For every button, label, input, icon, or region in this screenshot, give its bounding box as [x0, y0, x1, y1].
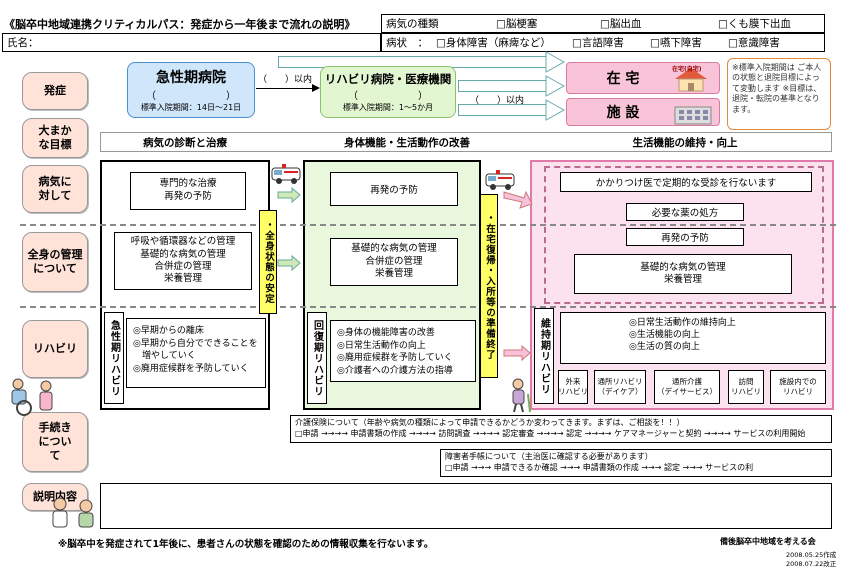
- maint-rehab-box: ◎日常生活動作の維持向上 ◎生活機能の向上 ◎生活の質の向上: [560, 312, 826, 364]
- flow-arrow-bottom-head: [545, 99, 566, 121]
- flow-arrow-mid: [458, 80, 548, 92]
- home-prep-bar: ・在宅復帰・入所等の準備終了: [480, 194, 498, 378]
- symptom-label: 病状 ：: [386, 37, 428, 49]
- house-icon: [675, 68, 707, 92]
- goal-band: [100, 132, 832, 152]
- footer-date-created: 2008.05.25作成: [786, 551, 837, 559]
- period-note-box: ※標準入院期間は ご本人の状態と退院目標によって変動します ※目標は、退院・転院…: [727, 58, 831, 130]
- disease-type-cell: 病気の種類 脳梗塞 脳出血 くも膜下出血: [381, 14, 825, 33]
- acute-hospital-paren: （ ）: [146, 91, 236, 102]
- checkbox-swallowing[interactable]: 嚥下障害: [650, 35, 728, 50]
- explanation-box[interactable]: [100, 483, 832, 529]
- maint-rehab-label: 維持期リハビリ: [534, 308, 554, 404]
- flow-arrow-mid-head: [545, 75, 566, 97]
- row-label-rehab: リハビリ: [22, 320, 88, 378]
- acute-hospital-box: 急性期病院 （ ） 標準入院期間：14日～21日: [127, 62, 255, 118]
- checkbox-language[interactable]: 言語障害: [572, 35, 650, 50]
- recovery-disease-box: 再発の予防: [330, 172, 458, 206]
- arrow-acute-to-rehab: [256, 84, 320, 92]
- row-label-disease: 病気に対して: [22, 165, 88, 213]
- facility-title: 施 設: [606, 105, 640, 121]
- rehab-hospital-title: リハビリ病院・医療機関: [324, 72, 452, 86]
- footer-org: 備後脳卒中地域を考える会: [720, 537, 816, 546]
- elderly-walking-icon: [512, 378, 531, 413]
- checkbox-subarachnoid[interactable]: くも膜下出血: [718, 16, 791, 31]
- maint-prevention: 再発の予防: [626, 228, 744, 246]
- separator-1: [20, 224, 836, 226]
- arrow-recovery-to-maint-1: [503, 190, 533, 209]
- whole-body-stable-bar: ・全身状態の安定: [259, 210, 277, 314]
- row-label-general: 全身の管理について: [22, 232, 88, 292]
- name-label: 氏名：: [7, 37, 39, 49]
- service-daycare: 通所リハビリ （デイケア）: [594, 370, 646, 404]
- goal-diagnosis: 病気の診断と治療: [143, 136, 227, 149]
- home-box: 在 宅 在宅(自宅): [566, 62, 720, 94]
- arrow-acute-to-recovery: [277, 186, 301, 204]
- checkbox-hemorrhage[interactable]: 脳出血: [600, 16, 718, 31]
- acute-rehab-label: 急性期リハビリ: [104, 312, 124, 404]
- maint-regular-visit: かかりつけ医で定期的な受診を行ないます: [560, 172, 812, 192]
- footer-note: ※脳卒中を発症されて1年後に、患者さんの状態を確認のための情報収集を行ないます。: [58, 539, 434, 550]
- ambulance-icon-2: [485, 170, 515, 190]
- flow-arrow-top-head: [545, 51, 566, 73]
- care-insurance-title: 介護保険について（年齢や病気の種類によって申請できるかどうか変わってきます。まず…: [295, 418, 685, 427]
- facility-box: 施 設: [566, 98, 720, 126]
- disability-steps: □申請 →→→ 申請できるか確認 →→→ 申請書類の作成 →→→ 認定 →→→ …: [445, 463, 754, 472]
- maint-general-box: 基礎的な病気の管理 栄養管理: [574, 254, 792, 294]
- home-title: 在 宅: [606, 71, 640, 87]
- service-facility-rehab: 施設内での リハビリ: [770, 370, 826, 404]
- checkbox-physical[interactable]: 身体障害（麻痺など）: [436, 35, 572, 50]
- rehab-hospital-period: 標準入院期間：1～5か月: [342, 103, 434, 112]
- acute-general-box: 呼吸や循環器などの管理 基礎的な病気の管理 合併症の管理 栄養管理: [114, 232, 252, 290]
- disability-title: 障害者手帳について（主治医に確認する必要があります）: [445, 452, 653, 461]
- ambulance-icon-1: [271, 164, 301, 184]
- row-label-goal: 大まかな目標: [22, 118, 88, 158]
- house-label: 在宅(自宅): [672, 66, 702, 73]
- row-label-procedure: 手続きについて: [22, 412, 88, 472]
- recovery-general-box: 基礎的な病気の管理 合併症の管理 栄養管理: [330, 238, 458, 286]
- service-outpatient-rehab: 外来 リハビリ: [558, 370, 588, 404]
- wheelchair-person-icon: [11, 378, 53, 416]
- document-title: 《脳卒中地域連携クリティカルパス：発症から一年後まで流れの説明》: [4, 18, 356, 31]
- recovery-rehab-label: 回復期リハビリ: [307, 312, 327, 404]
- checkbox-infarction[interactable]: 脳梗塞: [496, 16, 600, 31]
- symptom-cell: 病状 ： 身体障害（麻痺など） 言語障害 嚥下障害 意識障害: [381, 33, 825, 52]
- acute-disease-box: 専門的な治療 再発の予防: [130, 172, 246, 210]
- name-cell[interactable]: 氏名：: [2, 33, 381, 52]
- acute-rehab-box: ◎早期からの離床 ◎早期から自分でできることを 増やしていく ◎廃用症候群を予防…: [126, 318, 266, 388]
- period-note: ※標準入院期間は ご本人の状態と退院目標によって変動します ※目標は、退院・転院…: [732, 63, 822, 114]
- service-dayservice: 通所介護 （デイサービス）: [654, 370, 720, 404]
- goal-maintenance: 生活機能の維持・向上: [632, 136, 738, 149]
- care-insurance-box: 介護保険について（年齢や病気の種類によって申請できるかどうか変わってきます。まず…: [290, 415, 832, 443]
- doctor-patient-icon: [52, 497, 94, 528]
- row-label-onset: 発症: [22, 72, 88, 110]
- maint-medicine: 必要な薬の処方: [626, 203, 744, 221]
- acute-hospital-title: 急性期病院: [156, 70, 226, 86]
- disease-type-label: 病気の種類: [386, 18, 439, 30]
- rehab-hospital-box: リハビリ病院・医療機関 （ ） 標準入院期間：1～5か月: [320, 66, 456, 118]
- facility-building-icon: [674, 106, 712, 125]
- within-days-2: （ ）以内: [470, 96, 525, 106]
- separator-2: [20, 306, 836, 308]
- care-insurance-steps: □申請 →→→→ 申請書類の作成 →→→→ 訪問調査 →→→→ 認定審査 →→→…: [295, 429, 806, 438]
- arrow-acute-to-recovery-2: [277, 254, 301, 272]
- within-days-1: （ ）以内: [258, 75, 313, 85]
- arrow-recovery-to-maint-2: [503, 344, 531, 362]
- goal-function: 身体機能・生活動作の改善: [344, 136, 470, 149]
- footer-date-revised: 2008.07.22改正: [786, 560, 837, 568]
- rehab-hospital-paren: （ ）: [348, 91, 428, 102]
- maintenance-inner-dashed: [544, 166, 824, 304]
- acute-hospital-period: 標準入院期間：14日～21日: [140, 103, 242, 112]
- recovery-rehab-box: ◎身体の機能障害の改善 ◎日常生活動作の向上 ◎廃用症候群を予防していく ◎介護…: [330, 320, 476, 382]
- disability-box: 障害者手帳について（主治医に確認する必要があります） □申請 →→→ 申請できる…: [440, 449, 832, 477]
- checkbox-consciousness[interactable]: 意識障害: [728, 35, 780, 50]
- service-home-visit-rehab: 訪問 リハビリ: [728, 370, 764, 404]
